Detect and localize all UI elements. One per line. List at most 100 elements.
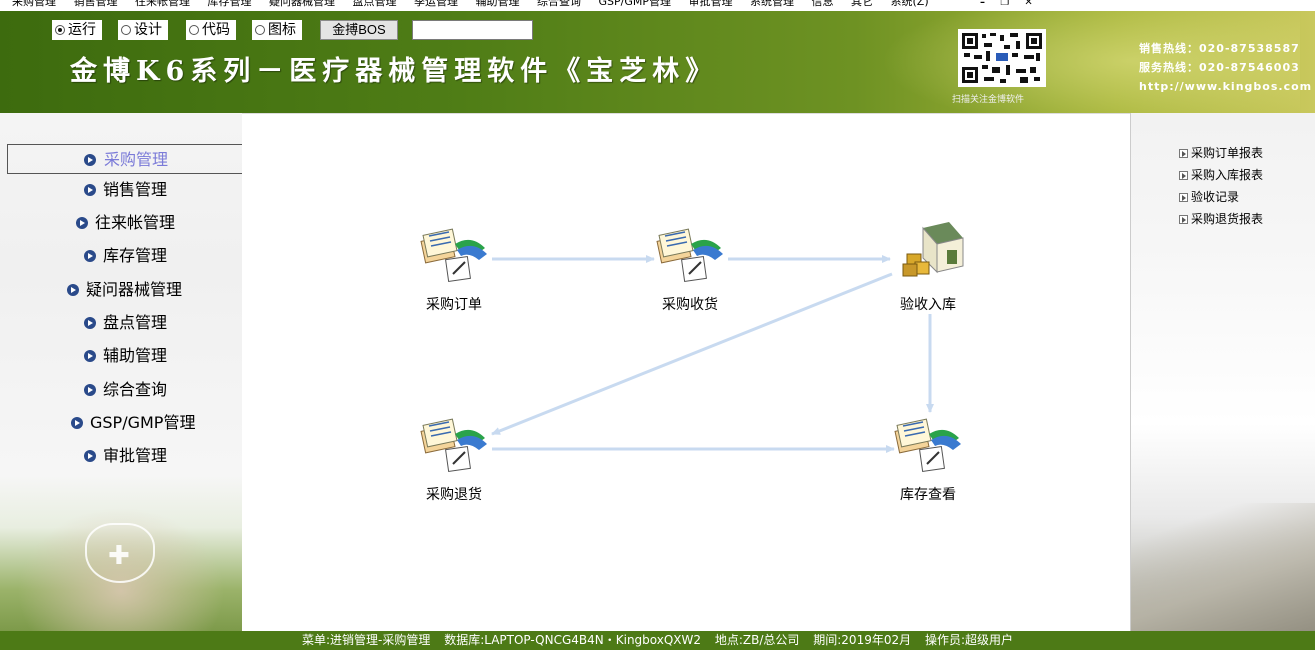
sidebar-item-auxiliary[interactable]: 辅助管理 [0,341,242,371]
sidebar-item-label: 采购管理 [104,150,169,169]
sidebar-item-questionable[interactable]: 疑问器械管理 [0,275,242,305]
document-form-icon [656,224,723,282]
sidebar-item-label: 审批管理 [103,446,168,465]
bullet-arrow-icon [67,284,79,296]
sidebar-item-label: 疑问器械管理 [86,280,183,299]
radio-code[interactable]: 代码 [186,20,236,40]
flow-node-label: 采购订单 [426,297,482,313]
flow-node-purchase-order[interactable]: 采购订单 [404,224,504,314]
status-bar: 菜单:进销管理-采购管理 数据库:LAPTOP-QNCG4B4N・Kingbox… [0,631,1315,650]
radio-run[interactable]: 运行 [52,20,102,40]
kingbos-button[interactable]: 金搏BOS [320,20,398,40]
sidebar-item-stocktake[interactable]: 盘点管理 [0,308,242,338]
bullet-arrow-icon [84,184,96,196]
sidebar-item-label: 销售管理 [103,180,168,199]
menu-items: 采购管理 销售管理 往来帐管理 库存管理 疑问器械管理 盘点管理 季运管理 辅助… [12,0,943,8]
menu-item-accounts[interactable]: 往来帐管理 [135,0,190,8]
menu-item-stocktake[interactable]: 盘点管理 [352,0,397,8]
bullet-arrow-icon [84,317,96,329]
flow-node-stock-view[interactable]: 库存查看 [878,414,978,504]
flow-node-label: 采购收货 [662,297,718,313]
status-period: 期间:2019年02月 [813,633,912,647]
close-icon[interactable]: ✕ [1024,0,1033,8]
flow-node-label: 采购退货 [426,487,482,503]
qr-caption: 扫描关注金博软件 [952,95,1025,105]
menu-item-purchase[interactable]: 采购管理 [12,0,56,8]
sidebar-item-query[interactable]: 综合查询 [0,375,242,405]
bullet-arrow-icon [84,450,96,462]
banner-title: 金博K6系列－医疗器械管理软件《宝芝林》 [70,56,719,87]
radio-dot-icon [55,25,65,35]
status-database: 数据库:LAPTOP-QNCG4B4N・KingboxQXW2 [444,633,702,647]
sidebar-item-label: 辅助管理 [103,346,168,365]
menu-item-gsp[interactable]: GSP/GMP管理 [598,0,672,8]
flow-node-inbound-inspection[interactable]: 验收入库 [878,222,978,314]
expand-arrow-icon [1179,215,1188,224]
radio-label: 代码 [202,22,230,38]
sidebar-item-label: GSP/GMP管理 [90,413,196,432]
restore-icon[interactable]: ❐ [1000,0,1010,8]
bullet-arrow-icon [84,350,96,362]
report-sidebar: 采购订单报表 采购入库报表 验收记录 采购退货报表 [1130,113,1315,631]
sidebar-item-approval[interactable]: 审批管理 [0,441,242,471]
menu-item-sales[interactable]: 销售管理 [73,0,118,8]
medical-cross-icon: ✚ [108,541,130,571]
report-link-label: 采购订单报表 [1191,146,1264,160]
expand-arrow-icon [1179,149,1188,158]
sidebar-item-inventory[interactable]: 库存管理 [0,241,242,271]
medical-tools-decoration [1131,503,1315,631]
expand-arrow-icon [1179,171,1188,180]
bullet-arrow-icon [76,217,88,229]
menu-item-approval[interactable]: 审批管理 [688,0,733,8]
sidebar-item-label: 往来帐管理 [95,213,176,232]
status-operator: 操作员:超级用户 [924,633,1013,647]
sidebar-item-gsp[interactable]: GSP/GMP管理 [0,408,242,438]
sidebar-item-label: 综合查询 [103,380,168,399]
menu-item-system-mgmt[interactable]: 系统管理 [750,0,794,8]
report-link-label: 采购入库报表 [1191,168,1264,182]
bullet-arrow-icon [84,250,96,262]
menu-item-shipping[interactable]: 季运管理 [414,0,458,8]
report-link-label: 采购退货报表 [1191,212,1264,226]
radio-design[interactable]: 设计 [118,20,168,40]
menu-item-questionable[interactable]: 疑问器械管理 [269,0,335,8]
sidebar-item-sales[interactable]: 销售管理 [0,175,242,205]
menu-item-auxiliary[interactable]: 辅助管理 [475,0,520,8]
sidebar-item-label: 库存管理 [103,246,168,265]
banner-glow [880,11,1300,113]
warehouse-icon [902,222,964,277]
flow-node-label: 库存查看 [900,487,956,503]
header-search-input[interactable] [412,20,533,40]
flow-node-purchase-return[interactable]: 采购退货 [404,414,504,504]
menu-item-info[interactable]: 信息 [811,0,834,8]
service-hotline: 服务热线：020-87546003 [1139,61,1300,74]
menu-item-inventory[interactable]: 库存管理 [207,0,252,8]
window-controls: – ❐ ✕ [980,0,1045,9]
qr-code-icon [958,29,1046,87]
radio-label: 设计 [134,22,162,38]
bullet-arrow-icon [84,384,96,396]
flow-node-purchase-receive[interactable]: 采购收货 [640,224,740,314]
radio-icon-mode[interactable]: 图标 [252,20,302,40]
radio-label: 运行 [68,22,96,38]
left-sidebar: 采购管理 销售管理 往来帐管理 库存管理 疑问器械管理 盘点管理 辅助管理 综合… [0,113,242,631]
flow-node-label: 验收入库 [900,297,956,313]
menu-bar: 采购管理 销售管理 往来帐管理 库存管理 疑问器械管理 盘点管理 季运管理 辅助… [0,0,1315,11]
menu-item-system[interactable]: 系统(Z) [890,0,929,8]
contact-info: 销售热线：020-87538587 服务热线：020-87546003 http… [1139,39,1312,96]
menu-item-query[interactable]: 综合查询 [537,0,581,8]
radio-dot-icon [189,25,199,35]
radio-dot-icon [255,25,265,35]
document-form-icon [420,224,487,282]
sidebar-item-label: 盘点管理 [103,313,168,332]
sidebar-item-accounts[interactable]: 往来帐管理 [0,208,242,238]
flow-canvas: 采购订单 采购收货 [242,113,1130,631]
minimize-icon[interactable]: – [980,0,985,8]
website-link[interactable]: http://www.kingbos.com [1139,80,1313,93]
bullet-arrow-icon [71,417,83,429]
status-menu: 菜单:进销管理-采购管理 [302,633,431,647]
bullet-arrow-icon [84,154,96,166]
report-link-label: 验收记录 [1191,190,1240,204]
menu-item-other[interactable]: 其它 [851,0,873,8]
sidebar-item-purchase[interactable]: 采购管理 [7,144,242,174]
